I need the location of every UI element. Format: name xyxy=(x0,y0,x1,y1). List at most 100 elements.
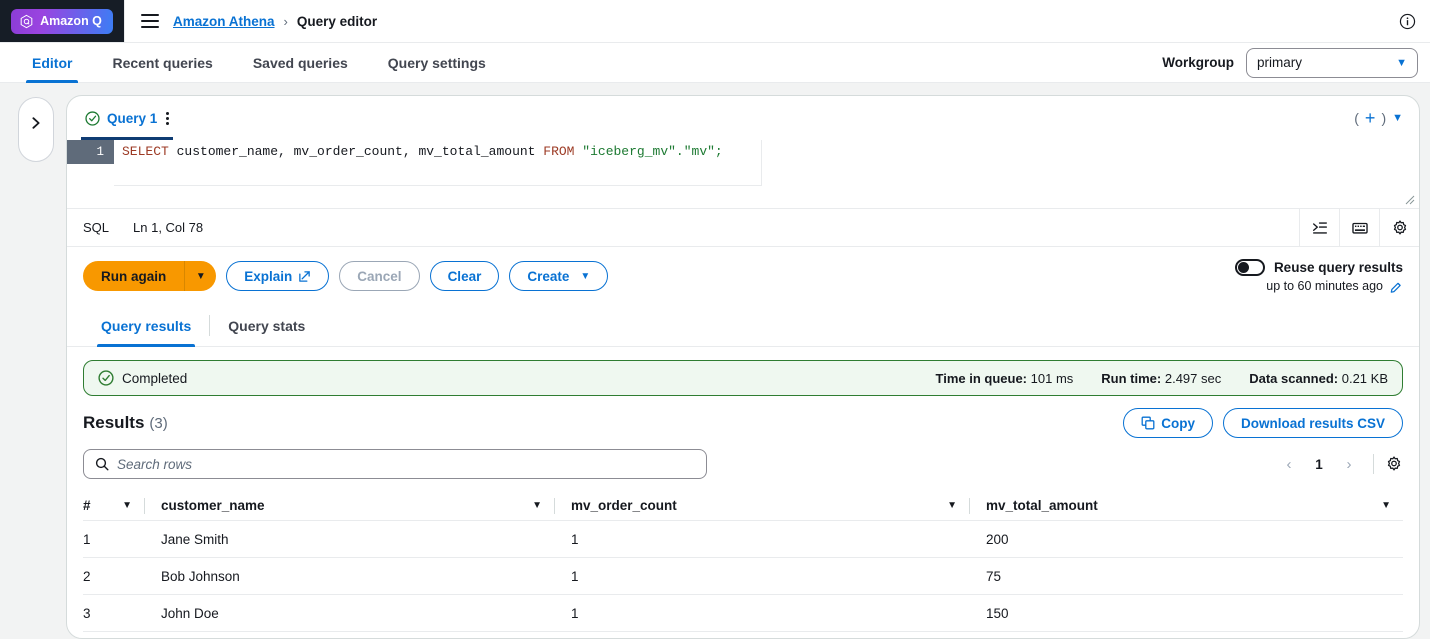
download-csv-label: Download results CSV xyxy=(1240,415,1385,431)
keyboard-icon[interactable] xyxy=(1339,208,1379,247)
query-tab-list-caret-icon[interactable]: ▼ xyxy=(1392,112,1403,124)
reuse-query-results-toggle[interactable] xyxy=(1234,259,1265,276)
tab-query-stats[interactable]: Query stats xyxy=(210,305,323,346)
column-header-index-label: # xyxy=(83,498,91,513)
metric-run-time-label: Run time: xyxy=(1101,370,1162,386)
metric-time-in-queue-label: Time in queue: xyxy=(935,370,1028,386)
run-again-caret-icon[interactable]: ▼ xyxy=(184,261,217,291)
hamburger-menu-icon[interactable] xyxy=(141,14,159,28)
workgroup-selector-area: Workgroup primary ▼ xyxy=(1162,43,1430,82)
clear-button[interactable]: Clear xyxy=(429,261,500,291)
code-area[interactable]: SELECT customer_name, mv_order_count, mv… xyxy=(114,140,1419,208)
clear-label: Clear xyxy=(447,268,482,284)
tab-saved-queries[interactable]: Saved queries xyxy=(233,43,368,82)
create-caret-icon: ▼ xyxy=(580,270,591,282)
chevron-down-icon: ▼ xyxy=(1396,56,1407,69)
editor-empty-space[interactable] xyxy=(114,164,762,186)
column-header-mv-total-amount[interactable]: mv_total_amount ▼ xyxy=(986,498,1403,513)
explain-label: Explain xyxy=(244,268,293,284)
run-again-split-button: Run again ▼ xyxy=(83,261,217,291)
column-header-mv-order-count[interactable]: mv_order_count ▼ xyxy=(571,497,986,514)
tab-query-stats-label: Query stats xyxy=(228,317,306,334)
line-number: 1 xyxy=(67,140,114,164)
breadcrumb-link-athena[interactable]: Amazon Athena xyxy=(173,13,275,29)
gear-icon[interactable] xyxy=(1379,208,1419,247)
table-row[interactable]: 3 John Doe 1 150 xyxy=(83,595,1403,632)
chevron-left-icon[interactable]: ‹ xyxy=(1286,455,1292,473)
breadcrumb-separator-icon: › xyxy=(283,13,288,29)
reuse-query-results-area: Reuse query results up to 60 minutes ago xyxy=(1234,259,1403,293)
amazon-q-hexagon-icon xyxy=(20,14,33,28)
results-tab-bar: Query results Query stats xyxy=(67,305,1419,347)
reuse-duration-text: up to 60 minutes ago xyxy=(1266,279,1383,293)
reuse-duration-row: up to 60 minutes ago xyxy=(1266,279,1403,293)
pagination: ‹ 1 › xyxy=(1276,451,1403,477)
metric-run-time: Run time: 2.497 sec xyxy=(1101,371,1221,386)
tab-divider xyxy=(209,315,211,336)
sql-code-line[interactable]: SELECT customer_name, mv_order_count, mv… xyxy=(114,140,762,164)
cell-customer-name: John Doe xyxy=(161,605,219,621)
add-query-tab-button[interactable]: + xyxy=(1364,108,1376,128)
table-row[interactable]: 1 Jane Smith 1 200 xyxy=(83,521,1403,558)
status-badge: Completed xyxy=(122,370,188,386)
search-input[interactable] xyxy=(117,456,695,472)
chevron-right-icon xyxy=(32,117,40,129)
query-tab-1-label: Query 1 xyxy=(107,110,158,126)
cell-mv-total-amount: 150 xyxy=(986,605,1009,621)
breadcrumb-current: Query editor xyxy=(296,13,378,29)
editor-cursor-position: Ln 1, Col 78 xyxy=(133,220,204,235)
tab-recent-queries[interactable]: Recent queries xyxy=(92,43,232,82)
vertical-dots-icon[interactable] xyxy=(166,111,170,125)
tab-query-settings[interactable]: Query settings xyxy=(368,43,506,82)
editor-resize-grip[interactable] xyxy=(1405,195,1415,205)
chevron-right-icon[interactable]: › xyxy=(1346,455,1352,473)
tab-editor[interactable]: Editor xyxy=(12,43,92,83)
column-header-customer-name[interactable]: customer_name ▼ xyxy=(161,497,571,514)
tab-recent-queries-label: Recent queries xyxy=(112,54,213,71)
tab-saved-queries-label: Saved queries xyxy=(252,54,348,71)
filter-triangle-icon[interactable]: ▼ xyxy=(1381,500,1391,511)
column-header-mv-total-amount-label: mv_total_amount xyxy=(986,498,1098,513)
copy-icon xyxy=(1141,416,1155,430)
toggle-knob xyxy=(1237,262,1249,273)
sidebar-expand-button[interactable] xyxy=(18,97,54,162)
pager-divider xyxy=(1373,454,1374,474)
column-header-index[interactable]: # ▼ xyxy=(83,497,161,514)
status-banner: Completed Time in queue: 101 ms Run time… xyxy=(83,360,1403,396)
page-title-wrap: Results(3) xyxy=(83,413,168,433)
explain-button[interactable]: Explain xyxy=(226,261,330,291)
sql-editor[interactable]: 1 SELECT customer_name, mv_order_count, … xyxy=(67,140,1419,209)
cancel-button: Cancel xyxy=(339,261,420,291)
reuse-query-results-label: Reuse query results xyxy=(1273,260,1403,275)
column-divider xyxy=(969,497,970,514)
tab-query-results-label: Query results xyxy=(101,317,192,334)
cell-customer-name: Bob Johnson xyxy=(161,568,240,584)
breadcrumb-area: Amazon Athena › Query editor xyxy=(124,0,1430,42)
search-box[interactable] xyxy=(83,449,707,479)
cell-mv-order-count: 1 xyxy=(571,605,579,621)
pencil-icon[interactable] xyxy=(1390,280,1403,293)
gear-icon[interactable] xyxy=(1385,455,1403,473)
filter-triangle-icon[interactable]: ▼ xyxy=(532,500,542,511)
download-csv-button[interactable]: Download results CSV xyxy=(1222,408,1403,438)
editor-status-bar: SQL Ln 1, Col 78 xyxy=(67,208,1419,247)
create-button[interactable]: Create ▼ xyxy=(509,261,609,291)
create-label: Create xyxy=(527,268,570,284)
format-indent-icon[interactable] xyxy=(1299,208,1339,247)
workgroup-value: primary xyxy=(1257,55,1303,70)
filter-triangle-icon[interactable]: ▼ xyxy=(122,500,132,511)
run-again-button[interactable]: Run again xyxy=(83,261,185,291)
amazon-q-button[interactable]: Amazon Q xyxy=(11,8,113,34)
workgroup-select[interactable]: primary ▼ xyxy=(1246,47,1418,78)
tab-query-results[interactable]: Query results xyxy=(83,305,209,347)
column-header-mv-order-count-label: mv_order_count xyxy=(571,498,677,513)
table-row[interactable]: 2 Bob Johnson 1 75 xyxy=(83,558,1403,595)
amazon-q-container: Amazon Q xyxy=(0,0,124,42)
query-tab-1[interactable]: Query 1 xyxy=(73,96,181,140)
info-circle-icon[interactable] xyxy=(1399,13,1416,30)
copy-button[interactable]: Copy xyxy=(1123,408,1213,438)
page-number[interactable]: 1 xyxy=(1315,456,1323,472)
open-paren: ( xyxy=(1354,110,1359,126)
sql-columns: customer_name, mv_order_count, mv_total_… xyxy=(168,144,544,159)
filter-triangle-icon[interactable]: ▼ xyxy=(947,500,957,511)
